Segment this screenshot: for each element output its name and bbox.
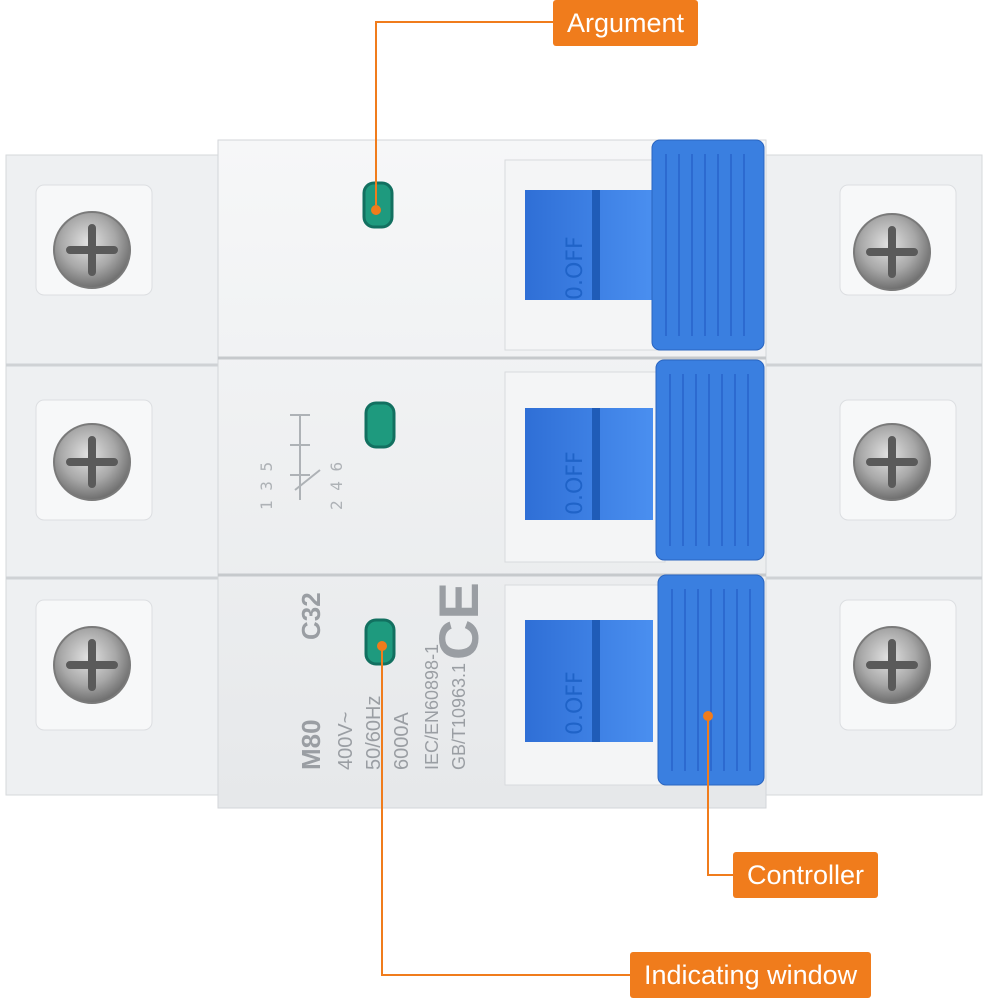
- screw-icon: [53, 423, 131, 501]
- printed-ratings: M80 C32 400V~ 50/60Hz 6000A IEC/EN60898-…: [296, 582, 490, 770]
- callout-controller: Controller: [733, 852, 879, 898]
- indicator-windows: [362, 181, 396, 666]
- screw-icon: [53, 626, 131, 704]
- terminals-top-label: 1 3 5: [257, 462, 276, 510]
- lever-bodies: [525, 190, 653, 742]
- terminal-diagram: 1 3 5 2 4 6: [257, 414, 346, 510]
- callout-leaders: [371, 21, 733, 976]
- off-label-2: 0.OFF: [563, 451, 588, 515]
- rating-label: C32: [296, 592, 326, 640]
- callout-indicating-window: Indicating window: [630, 952, 872, 998]
- screw-icon: [853, 213, 931, 291]
- capacity-label: 6000A: [391, 712, 413, 770]
- off-label-1: 0.OFF: [563, 236, 588, 300]
- callout-argument: Argument: [553, 0, 699, 46]
- model-label: M80: [296, 719, 326, 770]
- ce-mark: CE: [427, 582, 490, 660]
- screw-icon: [53, 211, 131, 289]
- terminals-bottom-label: 2 4 6: [327, 462, 346, 510]
- off-label-3: 0.OFF: [563, 671, 588, 735]
- standard-gb-label: GB/T10963.1: [449, 663, 469, 770]
- screw-icon: [853, 423, 931, 501]
- off-labels: 0.OFF 0.OFF 0.OFF: [563, 236, 588, 735]
- voltage-label: 400V~: [335, 712, 357, 770]
- standard-iec-label: IEC/EN60898-1: [422, 644, 442, 770]
- frequency-label: 50/60Hz: [363, 696, 385, 771]
- screw-icon: [853, 626, 931, 704]
- controller-handles[interactable]: [651, 139, 765, 786]
